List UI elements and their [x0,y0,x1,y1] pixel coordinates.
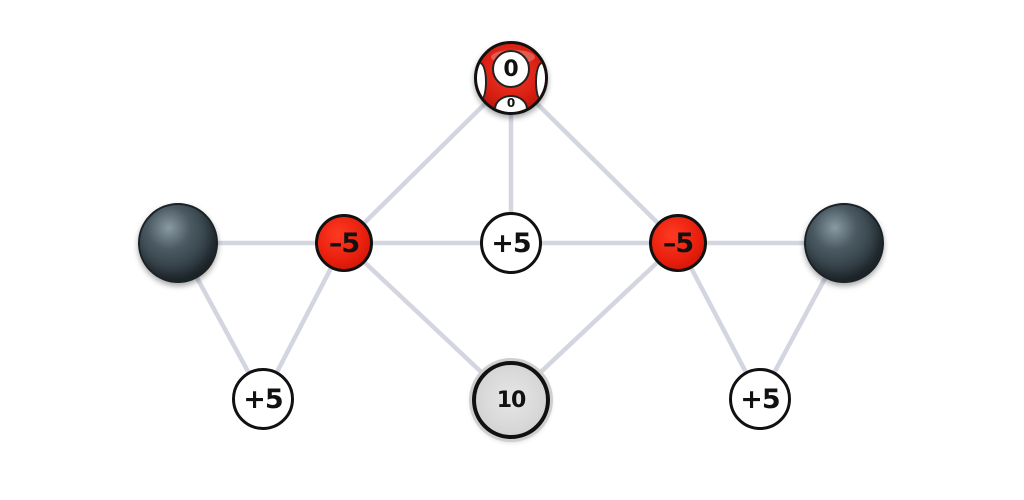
node-label: +5 [740,383,780,415]
node-label: –5 [662,227,694,259]
node-left-minus-5[interactable]: –5 [315,214,373,272]
token-side-left [477,62,487,102]
edge-top-left-red [341,75,514,246]
node-label: +5 [243,383,283,415]
node-label: –5 [328,227,360,259]
token-side-right [535,62,545,102]
token-face-value: 0 [492,50,530,89]
player-die-token[interactable]: 0 0 [474,41,548,115]
token-face-bottom: 0 [494,95,528,112]
left-sphere-piece[interactable] [138,203,218,283]
node-center-plus-5[interactable]: +5 [480,212,542,274]
node-bottom-right-plus-5[interactable]: +5 [729,368,791,430]
node-label: 10 [496,387,527,413]
node-bottom-10[interactable]: 10 [472,361,550,439]
right-sphere-piece[interactable] [804,203,884,283]
edge-top-right-red [508,75,681,246]
node-right-minus-5[interactable]: –5 [649,214,707,272]
node-bottom-left-plus-5[interactable]: +5 [232,368,294,430]
node-label: +5 [491,227,531,259]
